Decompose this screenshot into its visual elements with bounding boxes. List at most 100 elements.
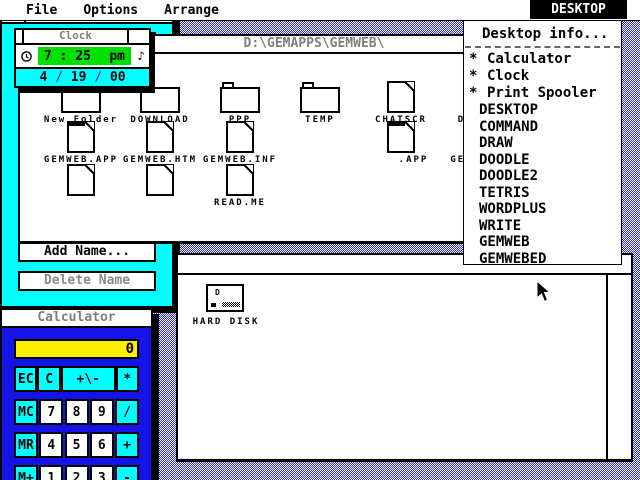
calculator-titlebar[interactable]: Calculator [2,310,151,328]
hard-disk-icon[interactable]: D [206,284,244,312]
hard-disk-label: HARD DISK [192,317,260,327]
calc-button[interactable]: 7 [39,399,64,425]
menu-item-app[interactable]: WRITE [479,217,522,234]
menu-bar: File Options Arrange DESKTOP [0,0,640,21]
file-icon-glyph [41,120,121,153]
menu-item-app[interactable]: DOODLE2 [479,168,539,184]
calc-button[interactable]: M+ [14,465,38,480]
menu-bar-item[interactable]: Arrange [164,2,219,18]
calc-button[interactable]: MC [14,399,38,425]
accessory-marker: * [469,68,478,84]
calc-button[interactable]: EC [14,366,38,392]
delete-name-button: Delete Name [18,271,156,291]
file-icon[interactable]: TEMP [280,80,360,125]
file-icon-glyph [200,80,280,113]
calc-button[interactable]: / [115,399,139,425]
file-icon-glyph [361,80,441,113]
clock-time: 7 : 25 [44,48,91,64]
file-icon-glyph [120,120,200,153]
clock-ampm: pm [109,48,125,64]
accessory-marker: * [469,85,478,101]
disk-window: D HARD DISK [176,253,633,462]
file-icon[interactable] [120,163,200,198]
calc-button[interactable]: 3 [89,465,114,480]
menu-bar-items: File Options Arrange [0,3,219,18]
file-icon-label: GEMWEB.APP [43,155,119,165]
file-icon-label: PPP [228,115,252,125]
menu-item-accessory[interactable]: * Print Spooler [464,85,621,102]
calc-button[interactable]: + [115,432,139,458]
menu-item-app[interactable]: DOODLE [479,151,530,168]
calc-button[interactable]: 4 [39,432,64,458]
calc-button[interactable]: 5 [64,432,89,458]
menu-item-accessory[interactable]: * Clock [464,68,621,85]
clock-year: 00 [109,70,126,85]
drive-letter: D [212,287,223,298]
file-icon-glyph [41,163,121,196]
date-separator: / [55,70,63,85]
menu-item-app[interactable]: TETRIS [479,184,530,201]
calc-button[interactable]: C [37,366,61,392]
clock-icon [16,50,36,62]
calc-button[interactable]: * [115,366,140,392]
file-icon-label: CHATSCR [375,115,427,125]
file-icon-glyph [120,80,200,113]
menu-item-accessory[interactable]: * Calculator [464,51,621,68]
file-icon-glyph [200,120,280,153]
file-icon-glyph [120,163,200,196]
file-icon-label: .APP [398,155,429,165]
file-icon[interactable]: GEMWEB.HTM [120,120,200,165]
accessory-marker: * [469,51,478,67]
calc-button[interactable]: 8 [64,399,89,425]
file-icon[interactable]: PPP [200,80,280,125]
file-window-titlebar[interactable]: D:\GEMAPPS\GEMWEB\ [20,36,608,54]
menu-item-app[interactable]: DESKTOP [479,102,539,118]
menu-separator [465,46,620,48]
drive-led [211,303,216,307]
mouse-cursor [536,279,552,307]
file-icon[interactable]: CHATSCR [361,80,441,125]
calc-button[interactable]: 6 [89,432,114,458]
file-icon-glyph [361,120,441,153]
menu-item-app[interactable]: DRAW [479,135,513,151]
file-icon[interactable]: GEMWEB.INF [200,120,280,165]
calc-button[interactable]: - [115,465,139,480]
menu-item-label: Calculator [487,51,572,67]
file-icon[interactable]: READ.ME [200,163,280,208]
calc-button[interactable]: +\- [60,366,116,392]
file-icon[interactable] [41,163,121,198]
file-icon[interactable]: .APP [361,120,441,165]
menu-item-app[interactable]: GEMWEBED [479,250,547,267]
file-icon-label: DOWNLOAD [130,115,190,125]
file-icon-label: GEMWEB.INF [202,155,278,165]
menu-bar-item[interactable]: Options [83,2,139,18]
calc-button[interactable]: 2 [64,465,89,480]
menu-bar-item-desktop[interactable]: DESKTOP [530,0,627,19]
menu-item-label: Clock [487,68,530,84]
date-separator: / [94,70,103,85]
calc-button[interactable]: MR [14,432,38,458]
menu-item-app[interactable]: WORDPLUS [479,201,547,217]
file-icon-label: TEMP [305,115,335,125]
desktop-menu: Desktop info... * Calculator * Clock * P… [463,20,622,267]
file-icon-glyph [280,80,360,113]
menu-item-desktop-info[interactable]: Desktop info... [482,26,609,42]
alarm-note-icon[interactable]: ♪ [137,49,145,63]
calculator-display: 0 [14,339,139,359]
clock-day: 19 [70,70,87,85]
menu-item-app[interactable]: GEMWEB [479,234,530,250]
menu-bar-item[interactable]: File [26,2,58,18]
app-list: DESKTOP COMMAND DRAW DOODLE DOODLE2 TETR… [464,102,621,267]
clock-time-row: 7 : 25 pm ♪ [16,43,149,67]
menu-item-app[interactable]: COMMAND [479,118,539,135]
file-icon[interactable]: GEMWEB.APP [41,120,121,165]
disk-window-titlebar[interactable] [178,255,631,275]
drive-hatch [222,302,240,307]
calc-button[interactable]: 1 [39,465,64,480]
clock-titlebar[interactable]: Clock [22,30,129,43]
file-icon[interactable]: DOWNLOAD [120,80,200,125]
menu-item-label: Print Spooler [487,85,597,101]
calc-button[interactable]: 9 [89,399,114,425]
